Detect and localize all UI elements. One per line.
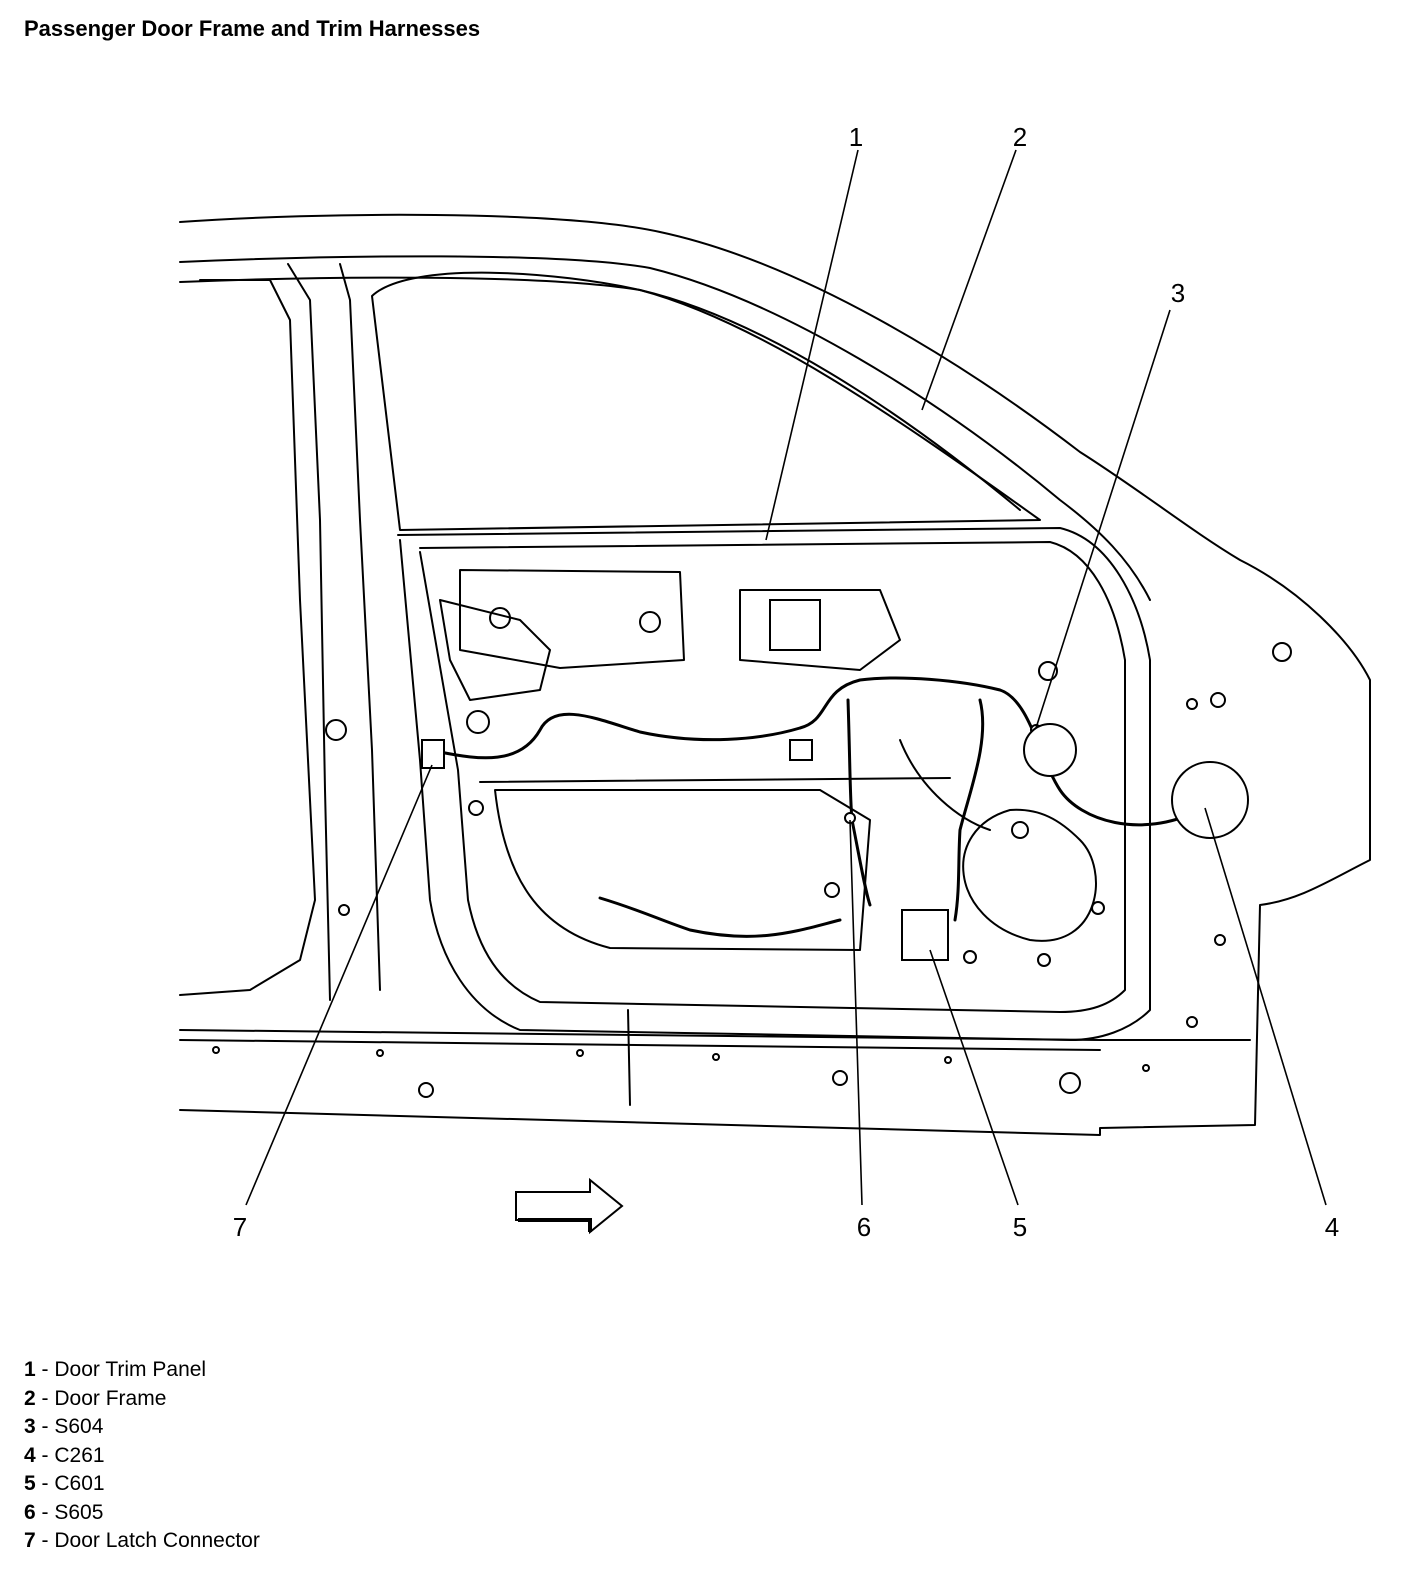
fastener-hole bbox=[468, 800, 484, 816]
fastener-hole bbox=[832, 1070, 848, 1086]
legend-item-5: 5 - C601 bbox=[24, 1470, 260, 1499]
legend-number: 5 bbox=[24, 1472, 36, 1495]
trim-panel-upper bbox=[459, 569, 685, 669]
rocker-panel bbox=[179, 1029, 1251, 1051]
trim-connector-a bbox=[769, 599, 821, 651]
forward-arrow-shadow bbox=[518, 1218, 592, 1232]
b-pillar bbox=[287, 263, 381, 1001]
legend-label: S605 bbox=[54, 1500, 104, 1524]
speaker-harness bbox=[953, 698, 985, 922]
legend-number: 4 bbox=[24, 1443, 36, 1467]
door-frame-inner bbox=[419, 541, 1126, 1013]
legend-label: C601 bbox=[54, 1472, 105, 1495]
fastener-hole bbox=[418, 1082, 434, 1098]
c261-grommet bbox=[1171, 761, 1249, 839]
leader-1 bbox=[765, 149, 859, 541]
body-outline bbox=[179, 213, 1371, 1136]
legend-separator: - bbox=[41, 1529, 49, 1552]
fastener-hole bbox=[1214, 934, 1226, 946]
speaker-opening bbox=[962, 808, 1097, 942]
fastener-hole bbox=[712, 1053, 720, 1061]
callout-number-1: 1 bbox=[849, 122, 863, 152]
trim-connector-b bbox=[789, 739, 813, 761]
fastener-hole bbox=[325, 719, 347, 741]
legend-label: Door Frame bbox=[54, 1386, 167, 1410]
legend-item-3: 3 - S604 bbox=[24, 1413, 260, 1442]
leader-5 bbox=[929, 949, 1019, 1206]
legend-number: 7 bbox=[24, 1529, 36, 1552]
callout-number-5: 5 bbox=[1013, 1212, 1027, 1242]
fastener-hole bbox=[1142, 1064, 1150, 1072]
door-frame-lower-opening bbox=[494, 789, 871, 951]
c601-connector bbox=[901, 909, 949, 961]
door-frame bbox=[397, 527, 1151, 1041]
legend-number: 1 bbox=[24, 1358, 36, 1381]
legend-separator: - bbox=[41, 1415, 49, 1438]
panel-ridge bbox=[479, 739, 991, 831]
s604-grommet bbox=[1023, 723, 1077, 777]
page-title: Passenger Door Frame and Trim Harnesses bbox=[24, 16, 481, 41]
legend-separator: - bbox=[41, 1443, 49, 1467]
trim-harness bbox=[438, 676, 1202, 827]
fastener-hole bbox=[489, 607, 511, 629]
fastener-hole bbox=[338, 904, 350, 916]
callout-number-6: 6 bbox=[857, 1212, 871, 1242]
fastener-hole bbox=[824, 882, 840, 898]
forward-arrow-icon bbox=[515, 1177, 624, 1235]
leader-2 bbox=[921, 149, 1017, 411]
trim-panel-armrest bbox=[439, 599, 551, 701]
legend-item-2: 2 - Door Frame bbox=[24, 1385, 260, 1414]
fastener-hole bbox=[1272, 642, 1292, 662]
leader-4 bbox=[1204, 807, 1327, 1206]
rocker-seam bbox=[627, 1009, 631, 1106]
callout-number-3: 3 bbox=[1171, 278, 1185, 308]
roof-rail bbox=[179, 255, 1151, 601]
legend-label: S604 bbox=[54, 1415, 104, 1438]
legend-item-7: 7 - Door Latch Connector bbox=[24, 1527, 260, 1556]
legend-separator: - bbox=[41, 1500, 49, 1524]
legend-separator: - bbox=[41, 1358, 49, 1381]
fastener-hole bbox=[1186, 698, 1198, 710]
legend-number: 3 bbox=[24, 1415, 36, 1438]
fastener-hole bbox=[1091, 901, 1105, 915]
fastener-hole bbox=[466, 710, 490, 734]
fastener-hole bbox=[376, 1049, 384, 1057]
legend-item-1: 1 - Door Trim Panel bbox=[24, 1356, 260, 1385]
fastener-hole bbox=[1059, 1072, 1081, 1094]
fastener-hole bbox=[1011, 821, 1029, 839]
callout-number-7: 7 bbox=[233, 1212, 247, 1242]
fastener-hole bbox=[212, 1046, 220, 1054]
legend-item-6: 6 - S605 bbox=[24, 1499, 260, 1528]
b-pillar-edge bbox=[179, 279, 316, 996]
leader-3 bbox=[1035, 309, 1171, 729]
door-latch-connector bbox=[421, 739, 445, 769]
fastener-hole bbox=[944, 1056, 952, 1064]
window-opening bbox=[371, 271, 1041, 531]
legend-separator: - bbox=[41, 1386, 49, 1410]
trim-panel-handle-pocket bbox=[739, 589, 901, 671]
callout-number-2: 2 bbox=[1013, 122, 1027, 152]
leader-7 bbox=[245, 764, 433, 1206]
fastener-hole bbox=[1186, 1016, 1198, 1028]
fastener-hole bbox=[963, 950, 977, 964]
lower-harness bbox=[598, 896, 842, 938]
legend-label: Door Trim Panel bbox=[54, 1358, 207, 1381]
roof-rail-inner bbox=[179, 276, 1021, 511]
fastener-hole bbox=[1038, 661, 1058, 681]
fastener-hole bbox=[576, 1049, 584, 1057]
fastener-hole bbox=[1210, 692, 1226, 708]
legend-label: C261 bbox=[54, 1443, 105, 1467]
legend-number: 6 bbox=[24, 1500, 36, 1524]
legend-label: Door Latch Connector bbox=[54, 1529, 260, 1552]
legend-number: 2 bbox=[24, 1386, 36, 1410]
fastener-hole bbox=[639, 611, 661, 633]
leader-6 bbox=[849, 819, 863, 1206]
legend-separator: - bbox=[41, 1472, 49, 1495]
fastener-hole bbox=[1037, 953, 1051, 967]
callout-number-4: 4 bbox=[1325, 1212, 1339, 1242]
legend-item-4: 4 - C261 bbox=[24, 1442, 260, 1471]
callout-legend: 1 - Door Trim Panel 2 - Door Frame 3 - S… bbox=[24, 1356, 260, 1556]
